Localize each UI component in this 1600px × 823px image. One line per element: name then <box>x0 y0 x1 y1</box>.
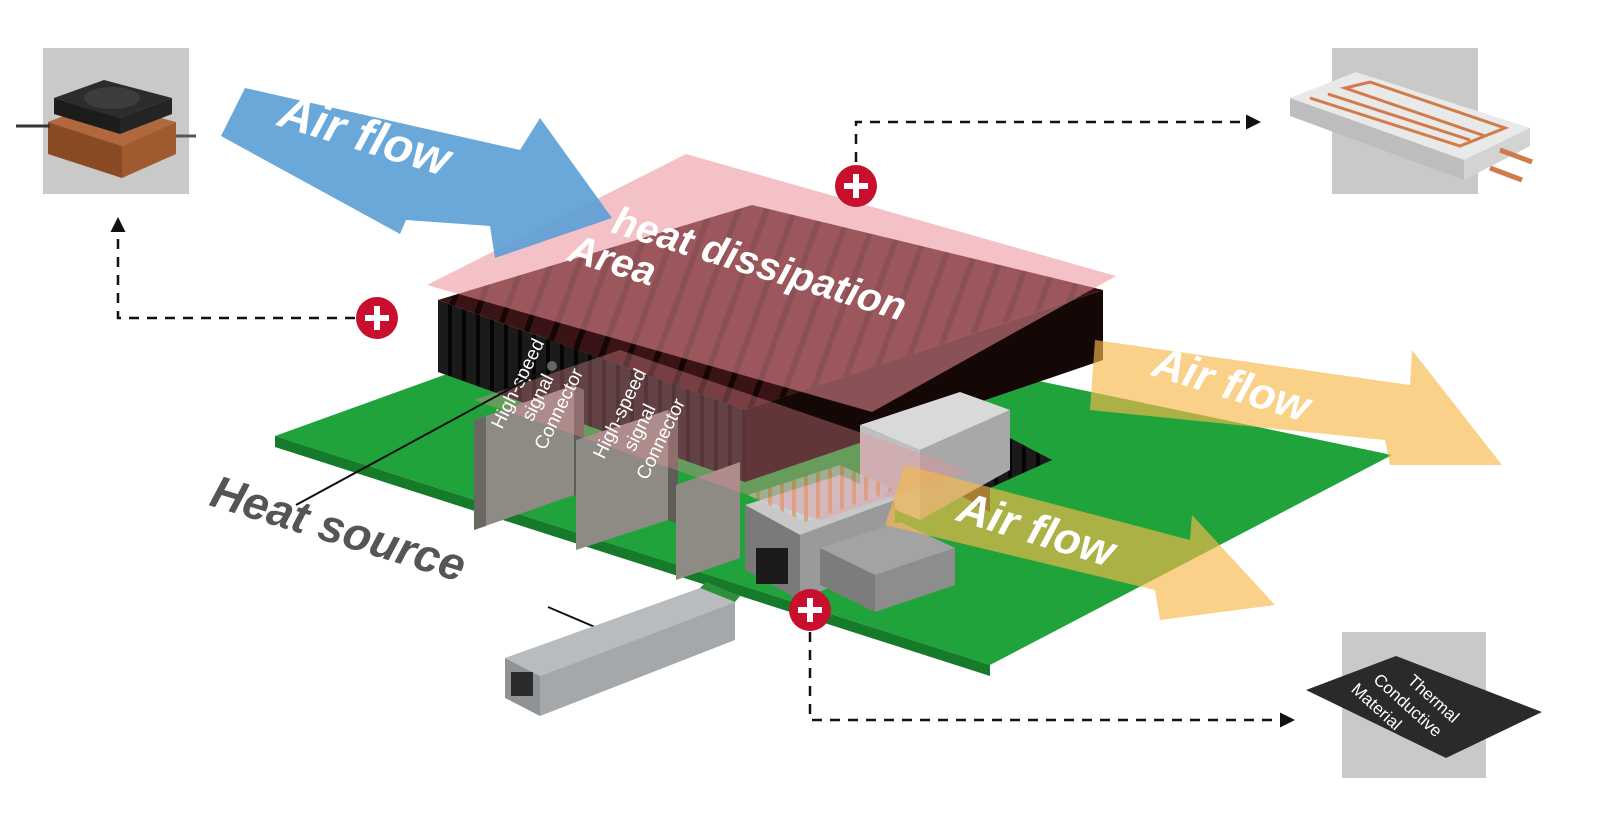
small-component <box>820 522 955 612</box>
heat-source-leader-1 <box>295 365 553 506</box>
thumbnail-cpu-cooler <box>16 48 196 194</box>
thermal-pad-icon <box>1306 656 1542 758</box>
fan-cooler-icon <box>16 80 196 178</box>
airflow-arrow-right-upper <box>1090 340 1502 465</box>
dashed-arrow-left <box>110 217 355 320</box>
dashed-arrow-top-right <box>854 114 1261 162</box>
airflow-arrow-top <box>221 88 612 258</box>
qsfp-fins <box>748 465 895 522</box>
plus-circle-icon <box>835 165 877 207</box>
plus-circle-icon <box>789 589 831 631</box>
connector-3 <box>676 462 740 580</box>
thumbnail-thermal-material: Thermal Conductive Material <box>1306 632 1542 778</box>
cold-plate-icon <box>1290 72 1533 183</box>
thumbnail-cold-plate <box>1290 48 1533 194</box>
connector-2 <box>576 410 678 550</box>
dashed-arrow-bottom-right <box>808 632 1295 728</box>
transceiver-module <box>505 582 740 716</box>
plus-circle-icon <box>356 297 398 339</box>
heat-source-dot-1 <box>547 361 557 371</box>
airflow-arrow-right-lower <box>885 465 1275 620</box>
connector-heat-overlay <box>474 350 970 520</box>
